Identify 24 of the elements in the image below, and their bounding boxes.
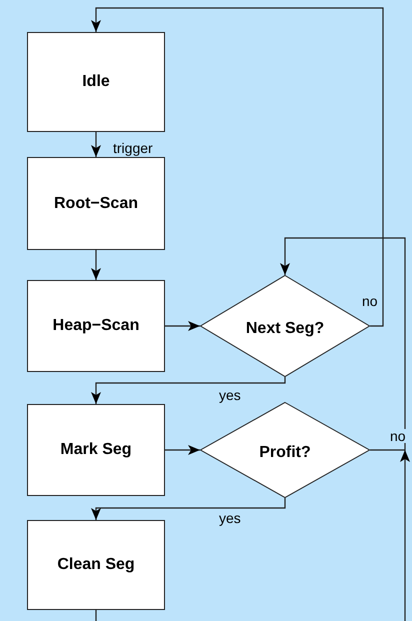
process-box bbox=[27, 280, 165, 372]
arrow bbox=[165, 445, 200, 455]
arrow bbox=[91, 132, 101, 157]
process-box bbox=[27, 32, 165, 132]
decision-diamond bbox=[200, 402, 370, 498]
node-label: Next Seg? bbox=[246, 320, 324, 338]
arrow bbox=[91, 498, 286, 520]
node-label: Mark Seg bbox=[60, 441, 132, 459]
process-box bbox=[27, 404, 165, 496]
process-box bbox=[27, 520, 165, 610]
node-label: Heap−Scan bbox=[52, 317, 140, 335]
arrow bbox=[91, 250, 101, 280]
node-label: Clean Seg bbox=[57, 556, 135, 574]
arrow bbox=[91, 377, 286, 404]
edge-label: trigger bbox=[112, 141, 154, 155]
arrow bbox=[91, 7, 384, 327]
arrow bbox=[95, 450, 410, 621]
node-label: Idle bbox=[82, 73, 110, 91]
process-box bbox=[27, 157, 165, 250]
arrow bbox=[280, 237, 406, 450]
node-label: Root−Scan bbox=[54, 194, 138, 212]
node-label: Profit? bbox=[259, 444, 311, 462]
edge-label: no bbox=[389, 429, 407, 443]
arrow bbox=[165, 321, 200, 331]
